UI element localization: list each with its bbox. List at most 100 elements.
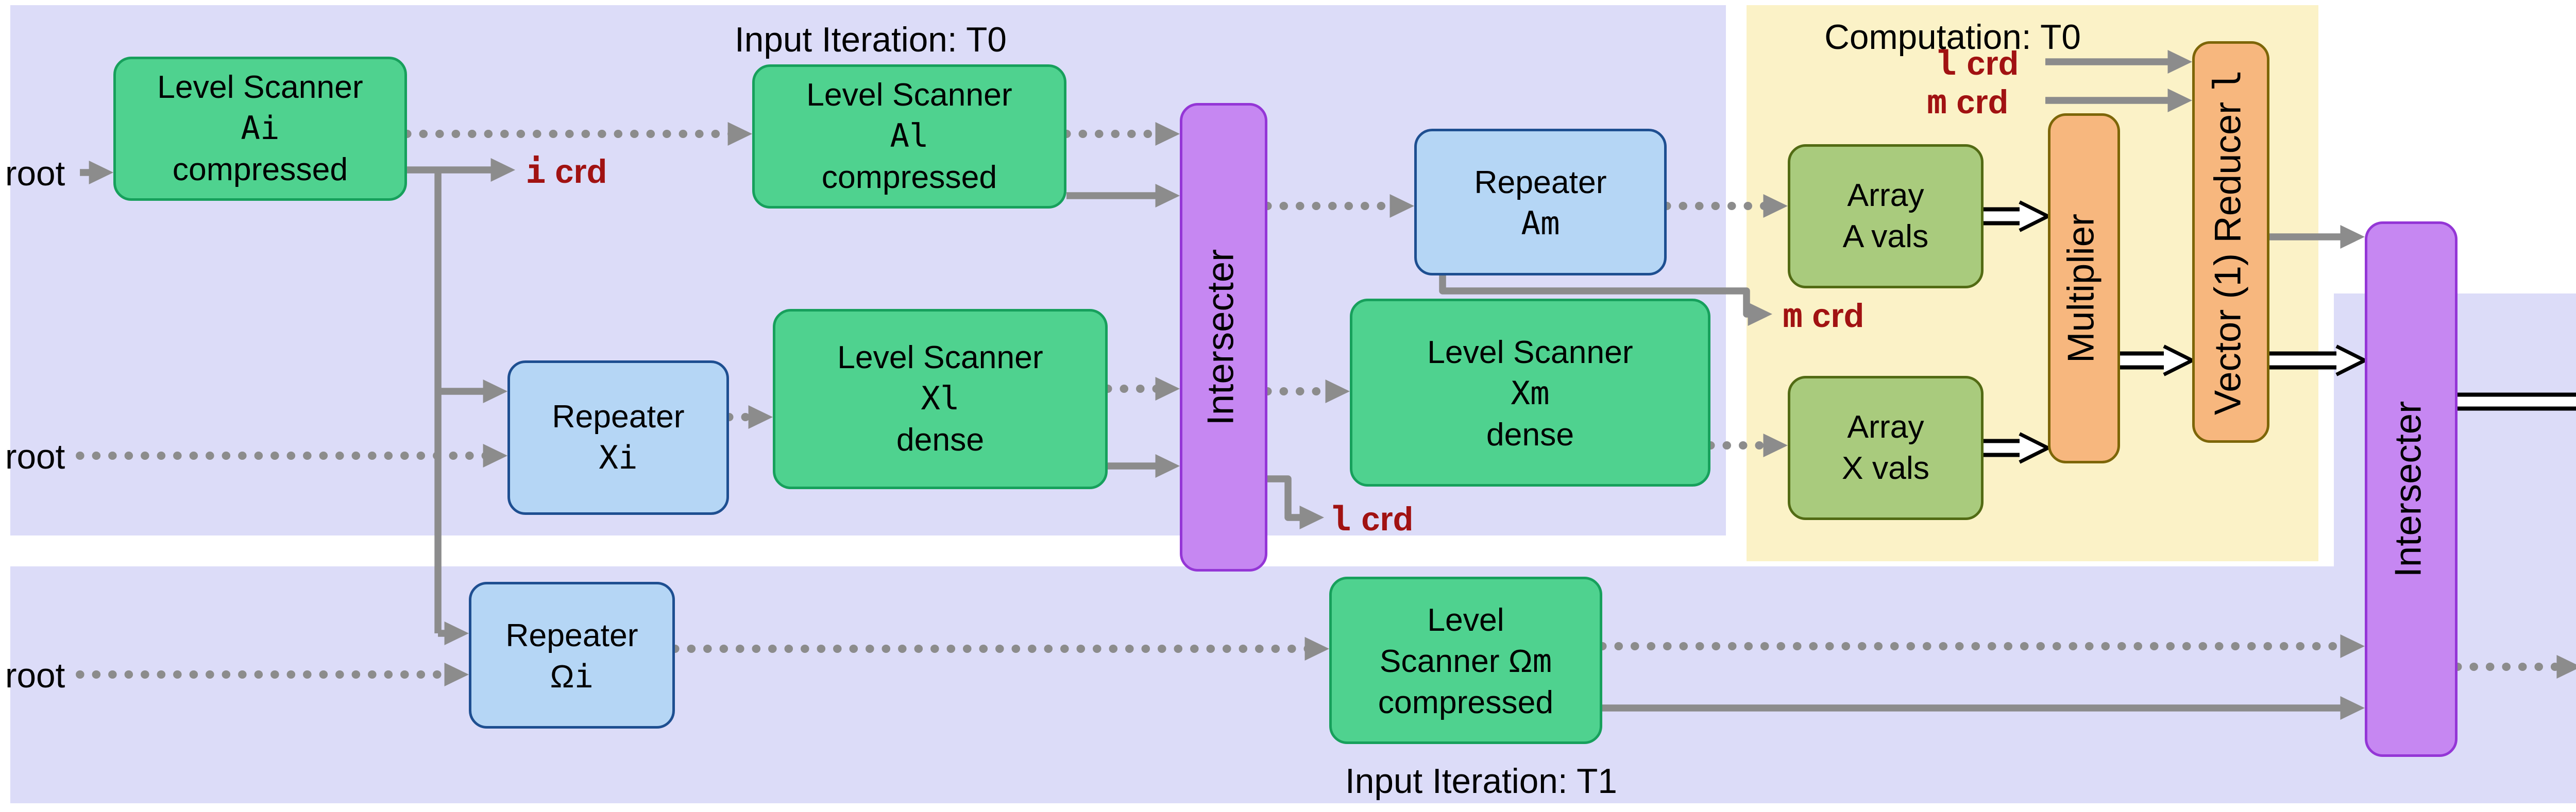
m-crd-in-word: crd [1947, 82, 2009, 121]
node-intersecter-2-text: Intersecter [2389, 401, 2431, 578]
node-intersecter-2-line: Intersecter [2387, 401, 2435, 578]
node-level-scanner-xm-line: Level Scanner [1427, 331, 1633, 372]
node-level-scanner-xl-line: Xl [921, 378, 959, 420]
root-1-label: root [5, 154, 65, 193]
edge-int2-to-ls-oj-arrowhead [2556, 654, 2576, 679]
node-level-scanner-ai-text: Ai [241, 108, 280, 147]
node-vector-reducer-l-line: Vector (1) Reducer l [2207, 69, 2255, 415]
root-3-label: root [5, 656, 65, 695]
edge-m-crd-in-to-red0-arrowhead [2167, 88, 2192, 112]
node-level-scanner-ai-line: Level Scanner [157, 67, 363, 108]
m-crd-out-word: crd [1803, 296, 1865, 335]
edge-ls-al-to-int1-crd-arrowhead [1155, 122, 1180, 146]
node-vector-reducer-l-text: l [2209, 68, 2251, 92]
edge-ls-al-to-int1-ref-arrowhead [1155, 183, 1180, 208]
label-i-crd-out: i crd [526, 152, 607, 193]
edge-ls-ai-to-ls-al-arrowhead [727, 122, 753, 146]
i-crd-out-index: i [526, 154, 546, 193]
title-input-iteration-t1: Input Iteration: T1 [1345, 762, 1617, 801]
root-2-label: root [5, 438, 65, 476]
node-level-scanner-xl-text: Level Scanner [837, 340, 1043, 376]
node-multiplier-t0-text: Multiplier [2062, 213, 2104, 364]
node-multiplier-t0: Multiplier [2048, 113, 2120, 463]
node-repeater-xi-text: Xi [599, 438, 638, 476]
label-l-crd-in: l crd [1937, 44, 2019, 85]
node-repeater-oi-line: Ωi [550, 655, 594, 697]
node-repeater-am-line: Repeater [1474, 161, 1606, 202]
edge-trunk-to-rep-xi-arrowhead [483, 379, 508, 403]
node-level-scanner-om-text: compressed [1378, 683, 1554, 720]
node-level-scanner-ai-line: compressed [173, 149, 348, 191]
edge-l-crd-in-to-red0-arrowhead [2167, 49, 2192, 74]
node-level-scanner-xm-line: dense [1486, 413, 1574, 455]
i-crd-out-word: crd [546, 152, 607, 191]
edge-int1-to-rep-am-arrowhead [1389, 194, 1415, 218]
node-array-x-vals-line: X vals [1842, 448, 1929, 489]
edge-mult0-to-red0-arrowhead [2163, 344, 2196, 376]
edge-int1-to-l-crd-arrowhead [1299, 505, 1325, 529]
node-vector-reducer-l: Vector (1) Reducer l [2192, 41, 2269, 443]
label-m-crd-in: m crd [1927, 82, 2008, 124]
node-level-scanner-al-line: Al [890, 116, 928, 157]
node-array-a-vals-line: A vals [1843, 216, 1929, 257]
edge-red0-to-int2-val-arrowhead [2335, 344, 2369, 376]
title-input-iteration-t0: Input Iteration: T0 [735, 21, 1007, 59]
edge-arr-a-to-mult0-arrowhead [2019, 200, 2052, 232]
node-level-scanner-xl-line: Level Scanner [837, 337, 1043, 378]
node-level-scanner-xm-text: Xm [1511, 372, 1550, 411]
node-level-scanner-om-text: Level [1427, 601, 1504, 637]
l-crd-in-index: l [1937, 46, 1958, 85]
edge-ls-xl-to-int1-crd-arrowhead [1155, 376, 1180, 401]
node-level-scanner-ai-text: compressed [172, 152, 348, 188]
node-repeater-am-text: Am [1521, 202, 1560, 241]
edge-ls-ai-to-i-crd-arrowhead [490, 158, 516, 182]
node-level-scanner-al-text: Level Scanner [806, 77, 1012, 113]
edge-ls-xl-to-int1-ref-arrowhead [1155, 454, 1180, 478]
node-level-scanner-xl-text: dense [896, 422, 985, 458]
node-level-scanner-om-line: compressed [1378, 681, 1553, 722]
node-repeater-oi-text: Ω [550, 658, 574, 694]
l-crd-in-word: crd [1957, 44, 2019, 82]
node-level-scanner-xl-line: dense [896, 420, 984, 461]
node-repeater-xi-text: Repeater [552, 399, 685, 435]
node-level-scanner-om-line: Level [1427, 599, 1504, 640]
edge-int1-to-l-crd [1267, 475, 1307, 521]
m-crd-in-index: m [1927, 85, 1947, 124]
edge-trunk-to-rep-oi-arrowhead [444, 621, 469, 645]
node-level-scanner-xm-text: Level Scanner [1427, 333, 1633, 370]
node-array-x-vals: Array X vals [1788, 376, 1984, 520]
edge-root3-to-rep-oi-arrowhead [444, 662, 469, 686]
node-array-x-vals-text: X vals [1841, 451, 1930, 487]
node-repeater-oi-line: Repeater [505, 614, 638, 655]
label-l-crd-out: l crd [1332, 499, 1413, 541]
node-repeater-xi-line: Xi [599, 438, 637, 479]
node-level-scanner-al-text: Al [890, 116, 929, 154]
node-repeater-am-text: Repeater [1474, 163, 1607, 200]
edge-arr-x-to-mult0-arrowhead [2019, 432, 2052, 464]
node-vector-reducer-l-text: Vector (1) Reducer [2209, 91, 2251, 416]
m-crd-out-index: m [1783, 299, 1803, 337]
node-intersecter-2: Intersecter [2365, 221, 2458, 757]
node-level-scanner-om-line: Scanner Ωm [1380, 640, 1552, 681]
node-intersecter-1: Intersecter [1180, 103, 1267, 572]
edge-ls-om-to-int2-ref-arrowhead [2340, 696, 2365, 720]
node-intersecter-1-line: Intersecter [1200, 249, 1248, 426]
node-array-x-vals-line: Array [1847, 407, 1924, 448]
node-array-a-vals-line: Array [1847, 175, 1924, 216]
edge-red0-to-int2-crd-arrowhead [2340, 224, 2365, 249]
node-multiplier-t0-line: Multiplier [2060, 214, 2108, 363]
node-level-scanner-ai-line: Ai [241, 108, 279, 149]
l-crd-out-index: l [1332, 502, 1352, 541]
node-repeater-oi-text: Repeater [505, 616, 638, 653]
node-array-x-vals-text: Array [1847, 409, 1924, 445]
node-level-scanner-xm-text: dense [1486, 416, 1574, 452]
node-level-scanner-xm-line: Xm [1511, 372, 1549, 413]
